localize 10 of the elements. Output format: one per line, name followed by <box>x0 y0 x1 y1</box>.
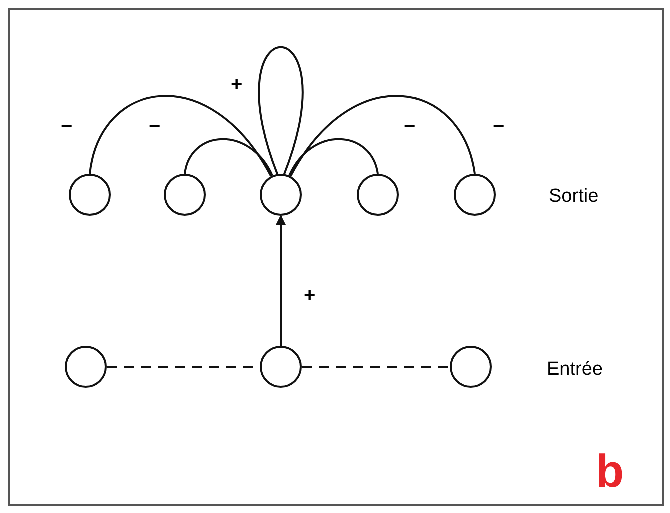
curved-line <box>290 95 476 177</box>
dashed-line <box>302 366 450 368</box>
row-label: Sortie <box>549 185 599 209</box>
panel-letter: b <box>596 448 624 494</box>
curved-line <box>184 138 274 176</box>
row-label: Entrée <box>547 358 603 382</box>
curved-line <box>288 138 379 176</box>
arrow <box>276 215 286 346</box>
curved-line <box>258 46 304 175</box>
curved-line <box>89 95 272 177</box>
